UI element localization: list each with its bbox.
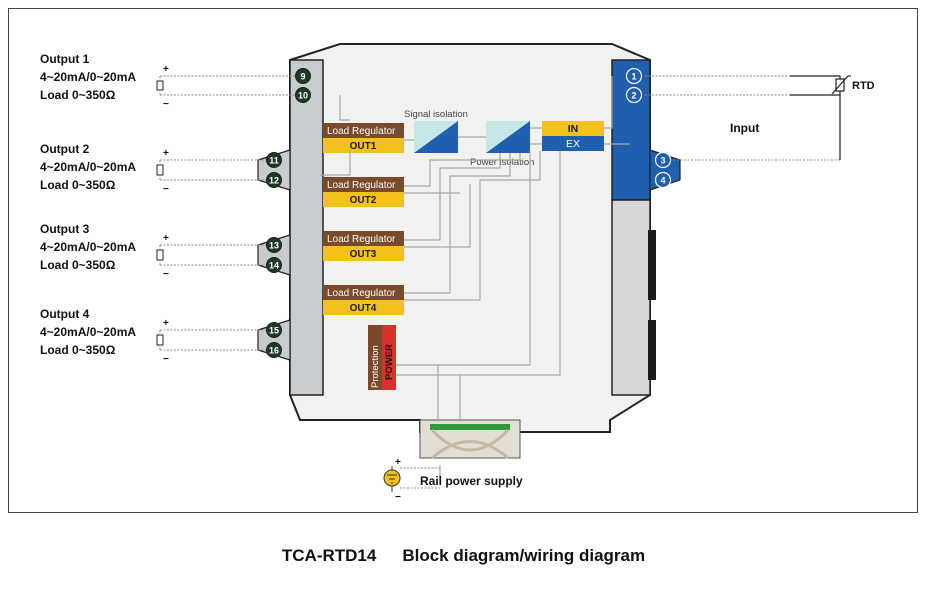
load-regulator-block <box>323 231 404 246</box>
output-minus-sign: − <box>163 354 169 365</box>
load-resistor <box>156 80 164 91</box>
out-label: OUT3 <box>350 249 377 260</box>
load-regulator-label: Load Regulator <box>327 288 396 299</box>
load-regulator-label: Load Regulator <box>327 180 396 191</box>
output-terminal <box>266 322 282 338</box>
ex-block <box>542 136 604 151</box>
output-terminal-number: 13 <box>269 241 279 251</box>
output-terminal <box>295 68 311 84</box>
output-terminal-number: 10 <box>298 91 308 101</box>
in-label: IN <box>568 123 579 135</box>
ex-label: EX <box>566 138 580 150</box>
power-protection-block <box>368 325 396 390</box>
output-wire <box>159 75 295 96</box>
output-load: Load 0~350Ω <box>40 343 116 357</box>
protection-label: Protection <box>370 345 381 388</box>
output-terminal <box>266 152 282 168</box>
output-load: Load 0~350Ω <box>40 88 116 102</box>
input-terminal-number: 3 <box>660 156 665 166</box>
caption-title: Block diagram/wiring diagram <box>402 546 646 565</box>
output-terminal-number: 16 <box>269 346 279 356</box>
output-title: Output 1 <box>40 52 90 66</box>
output-plus-sign: + <box>163 148 169 159</box>
power-isolation-label: Power isolation <box>470 157 534 168</box>
input-terminal-number: 1 <box>631 72 636 82</box>
output-title: Output 3 <box>40 222 90 236</box>
input-terminal-number: 2 <box>631 91 636 101</box>
rail-power-label: Rail power supply <box>420 474 523 488</box>
output-terminal-number: 15 <box>269 326 279 336</box>
power-isolation-block <box>486 121 530 153</box>
load-regulator-label: Load Regulator <box>327 234 396 245</box>
power-label: POWER <box>384 344 395 380</box>
output-terminal <box>295 87 311 103</box>
output-load: Load 0~350Ω <box>40 178 116 192</box>
output-terminal <box>266 237 282 253</box>
load-regulator-block <box>323 285 404 300</box>
output-terminal <box>266 257 282 273</box>
output-wire <box>159 244 266 266</box>
caption-model: TCA-RTD14 <box>281 546 377 565</box>
output-title: Output 2 <box>40 142 90 156</box>
input-terminal <box>654 171 672 189</box>
output-terminal-number: 11 <box>269 156 279 166</box>
output-minus-sign: − <box>163 99 169 110</box>
rtd-label: RTD <box>852 80 875 92</box>
output-range: 4~20mA/0~20mA <box>40 160 136 174</box>
output-terminal-number: 9 <box>300 72 305 82</box>
load-resistor <box>156 164 164 176</box>
rail-power-source <box>383 466 440 492</box>
rail-plus-sign: + <box>395 457 401 468</box>
output-wire <box>159 159 266 181</box>
output-wire <box>159 329 266 351</box>
signal-isolation-label: Signal isolation <box>404 109 468 120</box>
load-regulator-block <box>323 177 404 192</box>
out-block <box>323 300 404 315</box>
rtd-sensor <box>790 75 851 160</box>
output-title: Output 4 <box>40 307 90 321</box>
output-range: 4~20mA/0~20mA <box>40 70 136 84</box>
diagram-frame <box>8 8 918 513</box>
input-terminal <box>625 67 643 85</box>
input-terminal <box>625 86 643 104</box>
output-range: 4~20mA/0~20mA <box>40 325 136 339</box>
output-terminal <box>266 172 282 188</box>
out-block <box>323 246 404 261</box>
rail-minus-sign: − <box>395 492 401 503</box>
load-regulator-block <box>323 123 404 138</box>
diagram-caption: TCA-RTD14 Block diagram/wiring diagram <box>0 546 927 566</box>
output-load: Load 0~350Ω <box>40 258 116 272</box>
signal-isolation-block <box>414 121 458 153</box>
input-terminal-number: 4 <box>660 176 665 186</box>
load-regulator-label: Load Regulator <box>327 126 396 137</box>
output-terminal-number: 14 <box>269 261 279 271</box>
out-label: OUT2 <box>350 195 377 206</box>
load-resistor <box>156 249 164 261</box>
output-plus-sign: + <box>163 64 169 75</box>
in-block <box>542 121 604 136</box>
out-block <box>323 192 404 207</box>
input-wiring <box>645 75 840 161</box>
out-label: OUT1 <box>350 141 377 152</box>
out-label: OUT4 <box>350 303 377 314</box>
output-range: 4~20mA/0~20mA <box>40 240 136 254</box>
output-terminal <box>266 342 282 358</box>
output-plus-sign: + <box>163 233 169 244</box>
load-resistor <box>156 334 164 346</box>
input-label: Input <box>730 121 759 135</box>
output-terminal-number: 12 <box>269 176 279 186</box>
output-minus-sign: − <box>163 184 169 195</box>
output-plus-sign: + <box>163 318 169 329</box>
out-block <box>323 138 404 153</box>
output-minus-sign: − <box>163 269 169 280</box>
